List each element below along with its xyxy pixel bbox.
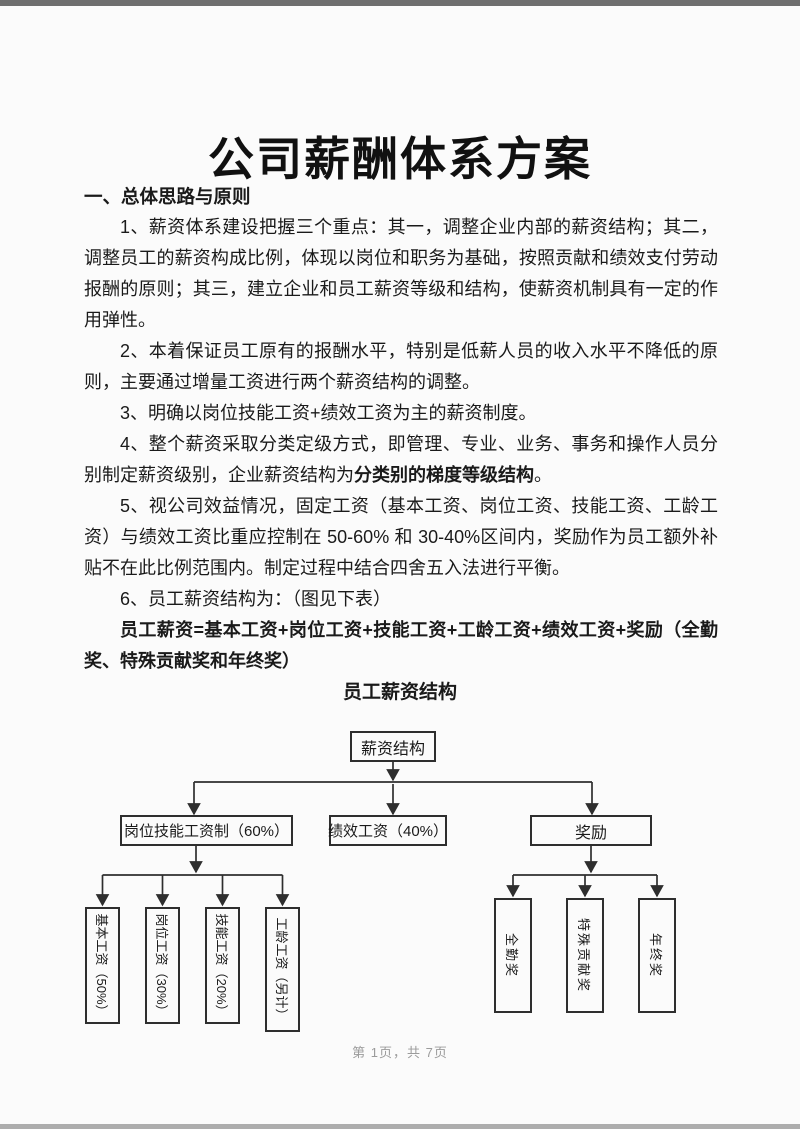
node-basic-wage-label: 基本工资（50%） (94, 913, 109, 1018)
node-post-wage: 岗位工资（30%） (145, 907, 180, 1024)
node-performance-wage: 绩效工资（40%） (328, 815, 448, 846)
node-post-wage-label: 岗位工资（30%） (154, 913, 169, 1018)
node-seniority-wage: 工龄工资（另计） (265, 907, 300, 1032)
node-salary-structure: 薪资结构 (350, 731, 436, 762)
section-heading: 一、总体思路与原则 (84, 186, 251, 207)
node-post-skill-wage: 岗位技能工资制（60%） (120, 815, 293, 846)
doc-title: 公司薪酬体系方案 (208, 132, 592, 185)
paragraph-6: 6、员工薪资结构为：（图见下表） (120, 589, 392, 609)
paragraph-3: 3、明确以岗位技能工资+绩效工资为主的薪资制度。 (120, 403, 537, 423)
node-reward: 奖励 (530, 815, 652, 846)
salary-formula: 员工薪资=基本工资+岗位工资+技能工资+工龄工资+绩效工资+奖励（全勤奖、特殊贡… (84, 620, 718, 671)
page-footer: 第 1页，共 7页 (352, 1045, 448, 1060)
connector-lines (95, 762, 664, 907)
node-attendance-bonus-label: 全勤奖 (504, 932, 520, 978)
salary-structure-diagram: 薪资结构 岗位技能工资制（60%） 绩效工资（40%） 奖励 基本工资（50%）… (0, 715, 800, 1045)
node-year-end-bonus: 年终奖 (638, 898, 676, 1013)
node-special-contribution-bonus-label: 特殊贡献奖 (576, 917, 592, 993)
body-text: 一、总体思路与原则 1、薪资体系建设把握三个重点：其一，调整企业内部的薪资结构；… (84, 181, 718, 677)
diagram-title: 员工薪资结构 (342, 682, 457, 703)
paragraph-2: 2、本着保证员工原有的报酬水平，特别是低薪人员的收入水平不降低的原则，主要通过增… (84, 341, 718, 392)
paragraph-1: 1、薪资体系建设把握三个重点：其一，调整企业内部的薪资结构；其二，调整员工的薪资… (84, 217, 718, 330)
paragraph-5: 5、视公司效益情况，固定工资（基本工资、岗位工资、技能工资、工龄工资）与绩效工资… (84, 496, 718, 578)
scan-edge-bottom (0, 1124, 800, 1129)
node-seniority-wage-label: 工龄工资（另计） (274, 917, 289, 1022)
node-attendance-bonus: 全勤奖 (494, 898, 532, 1013)
paragraph-4: 4、整个薪资采取分类定级方式，即管理、专业、业务、事务和操作人员分别制定薪资级别… (84, 429, 718, 491)
node-skill-wage-label: 技能工资（20%） (214, 913, 229, 1018)
node-basic-wage: 基本工资（50%） (85, 907, 120, 1024)
node-year-end-bonus-label: 年终奖 (648, 932, 664, 978)
paragraph-4-post: 。 (534, 465, 552, 485)
paragraph-4-pre: 4、整个薪资采取分类定级方式，即管理、专业、业务、事务和操作人员分别制定薪资级别… (84, 434, 718, 485)
scan-edge-top (0, 0, 800, 6)
node-special-contribution-bonus: 特殊贡献奖 (566, 898, 604, 1013)
paragraph-4-emphasis: 分类别的梯度等级结构 (354, 465, 534, 485)
node-skill-wage: 技能工资（20%） (205, 907, 240, 1024)
